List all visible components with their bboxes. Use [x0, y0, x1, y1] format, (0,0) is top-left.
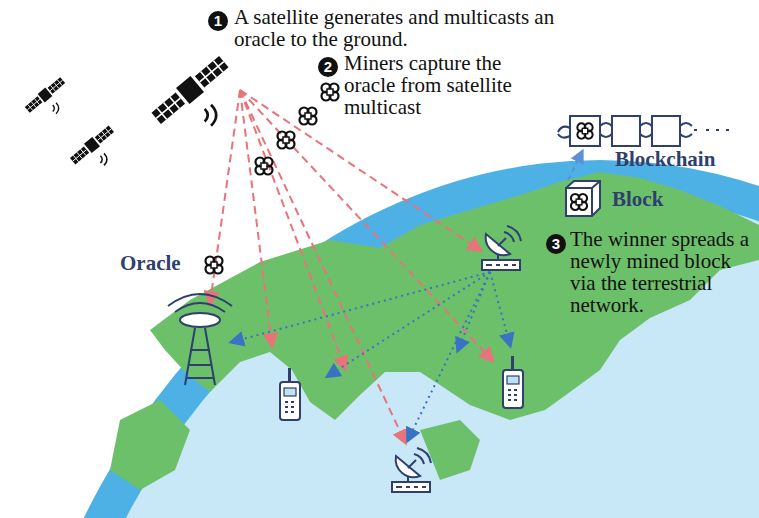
block-label: Block [612, 187, 663, 212]
callout-number: 2 [318, 57, 338, 77]
land [420, 420, 480, 480]
earth-ocean [0, 160, 759, 518]
step-text: Miners capture the oracle from satellite… [344, 52, 519, 118]
callout-number: 3 [546, 234, 566, 254]
block-node: Block [562, 178, 663, 220]
step-text: The winner spreads a newly mined block v… [570, 228, 755, 316]
callout-number: 1 [208, 11, 228, 31]
tower-icon [168, 294, 232, 385]
multicast-lines [210, 90, 492, 442]
block-cube [562, 178, 604, 220]
blockchain-chain [558, 116, 730, 146]
blockchain-label: Blockchain [615, 148, 715, 170]
land [110, 400, 190, 490]
terrestrial-lines [232, 272, 510, 440]
block-append-arrow [568, 152, 582, 180]
oracle-label: Oracle [120, 252, 181, 274]
land [150, 172, 759, 420]
step-text: A satellite generates and multicasts an … [234, 6, 564, 50]
